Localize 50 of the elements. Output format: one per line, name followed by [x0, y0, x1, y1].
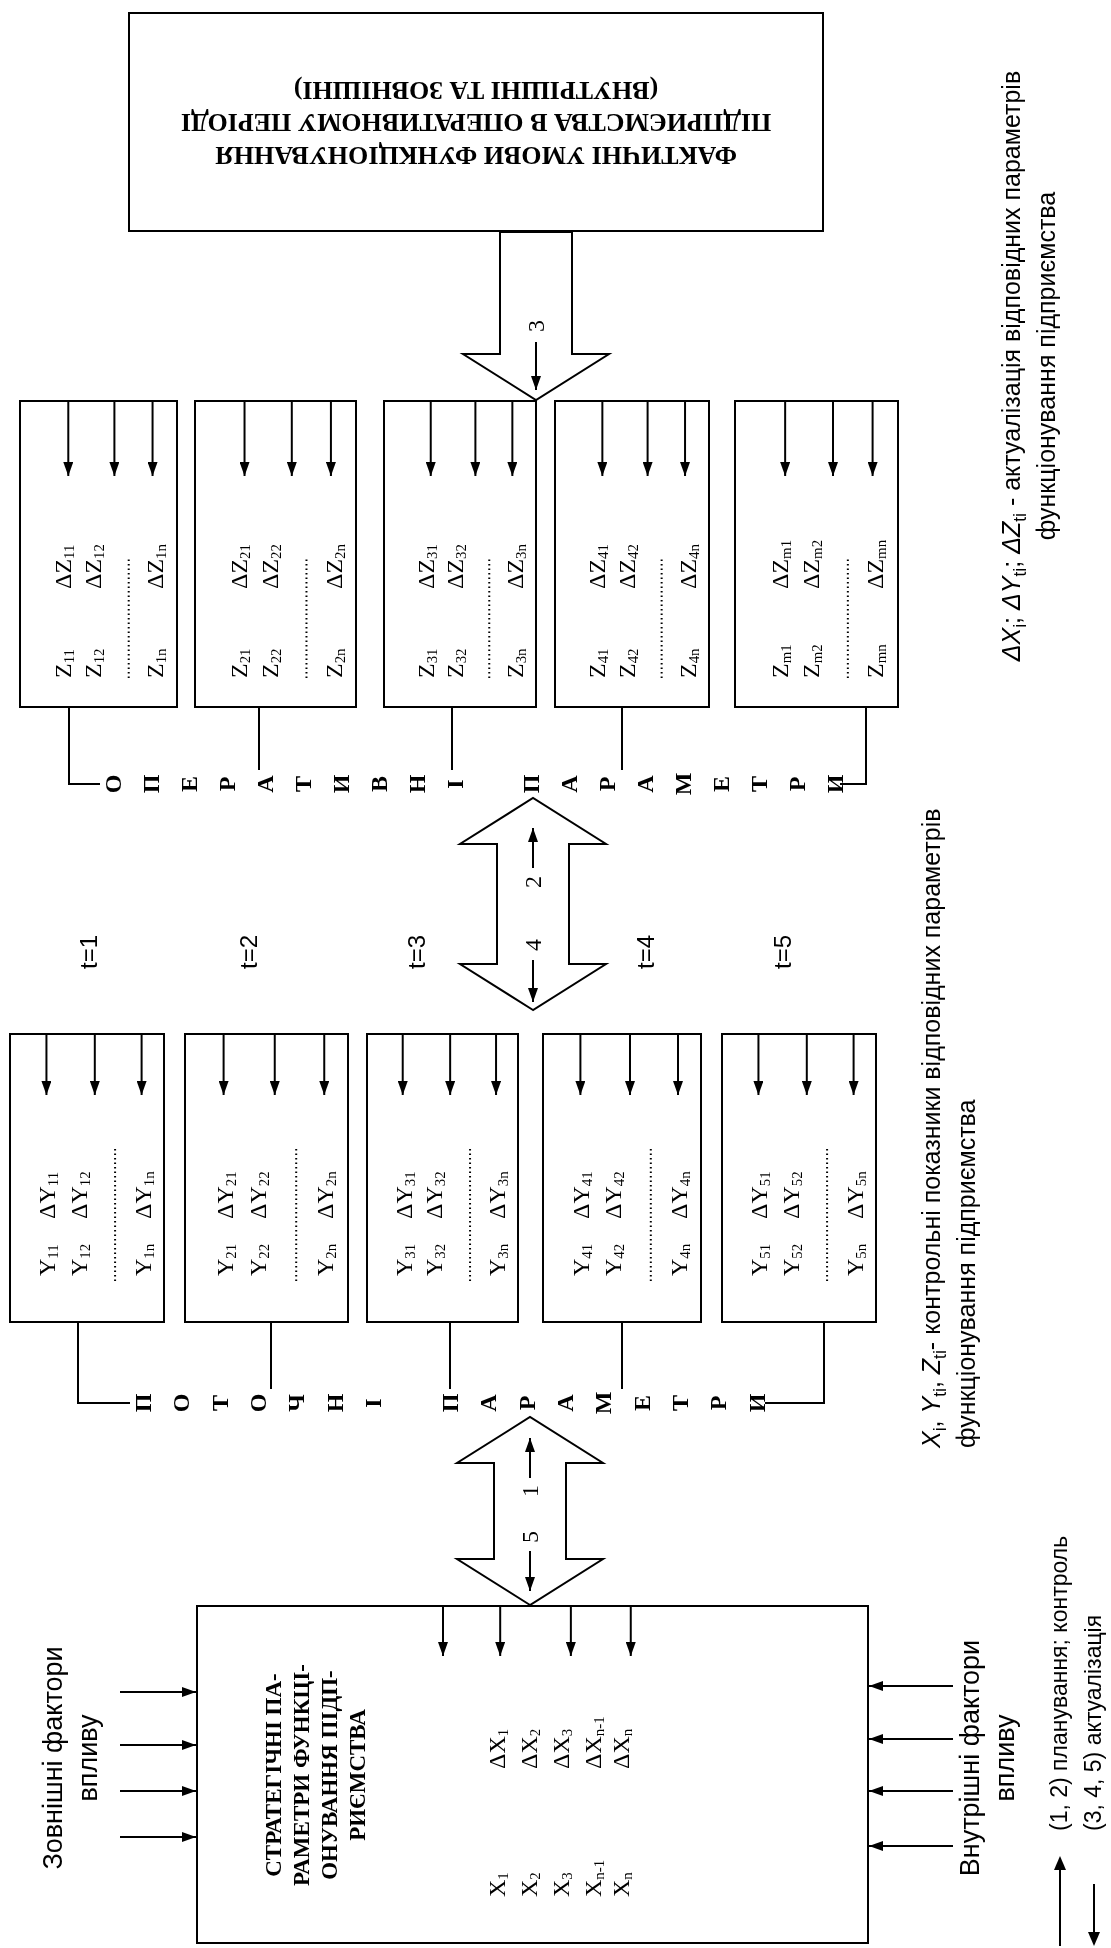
box-title: СТРАТЕГІЧНІ ПА- РАМЕТРИ ФУНКЦІ- ОНУВАННЯ ПІДП- РИЄМСТВА [260, 1663, 371, 1888]
connector-line [839, 707, 867, 785]
connector-line [68, 707, 101, 785]
vertical-label: ПОТОЧНІ ПАРАМЕТРИ [130, 1389, 765, 1417]
period-label: t=5 [768, 935, 797, 969]
arrow [868, 1681, 954, 1691]
parameter-box [383, 400, 537, 708]
period-label: t=1 [74, 935, 103, 969]
parameter-box [542, 1033, 702, 1323]
legend-text: (1, 2) планування; контроль [1048, 1535, 1071, 1831]
arrow [119, 1786, 197, 1796]
parameter-box [19, 400, 178, 708]
factor-label: Зовнішні фактори впливу [36, 1618, 120, 1898]
arrow [868, 1786, 954, 1796]
block-arrow [453, 1415, 607, 1607]
step-number: 2 [519, 875, 547, 890]
parameter-box [9, 1033, 165, 1323]
period-label: t=4 [631, 935, 660, 969]
arrow [119, 1740, 197, 1750]
connector-line [451, 707, 453, 771]
legend-text: (3, 4, 5) актуалізація [1082, 1614, 1105, 1831]
arrow [868, 1734, 954, 1744]
connector-line [258, 707, 260, 771]
parameter-box [721, 1033, 877, 1323]
parameter-box [194, 400, 357, 708]
parameter-box [366, 1033, 519, 1323]
step-number: 1 [516, 1484, 544, 1499]
connector-line [449, 1322, 451, 1390]
conditions-box [128, 12, 824, 232]
parameter-box [734, 400, 899, 708]
period-label: t=3 [402, 935, 431, 969]
block-arrow [459, 231, 613, 402]
parameter-box [184, 1033, 349, 1323]
strategic-parameters-box [196, 1605, 869, 1944]
arrow [868, 1841, 954, 1851]
connector-line [764, 1322, 825, 1404]
block-arrow [456, 796, 610, 1012]
connector-line [621, 1322, 623, 1390]
connector-line [77, 1322, 131, 1404]
arrow [119, 1687, 197, 1697]
step-number: 3 [522, 319, 550, 334]
period-label: t=2 [234, 935, 263, 969]
step-number: 4 [519, 938, 547, 953]
connector-line [621, 707, 623, 771]
parameter-box [554, 400, 710, 708]
step-number: 5 [516, 1530, 544, 1545]
factor-label: Внутрішні фактори впливу [953, 1618, 1037, 1898]
connector-line [270, 1322, 272, 1390]
box-title: ФАКТИЧНІ УМОВИ ФУНКЦІОНУВАННЯ ПІДПРИЄМСТВА В ОПЕРАТИВНОМУ ПЕРІОДІ (ВНУТРІШНІ ТА ЗОВНІШНІ) [179, 74, 773, 172]
arrow [119, 1832, 197, 1842]
